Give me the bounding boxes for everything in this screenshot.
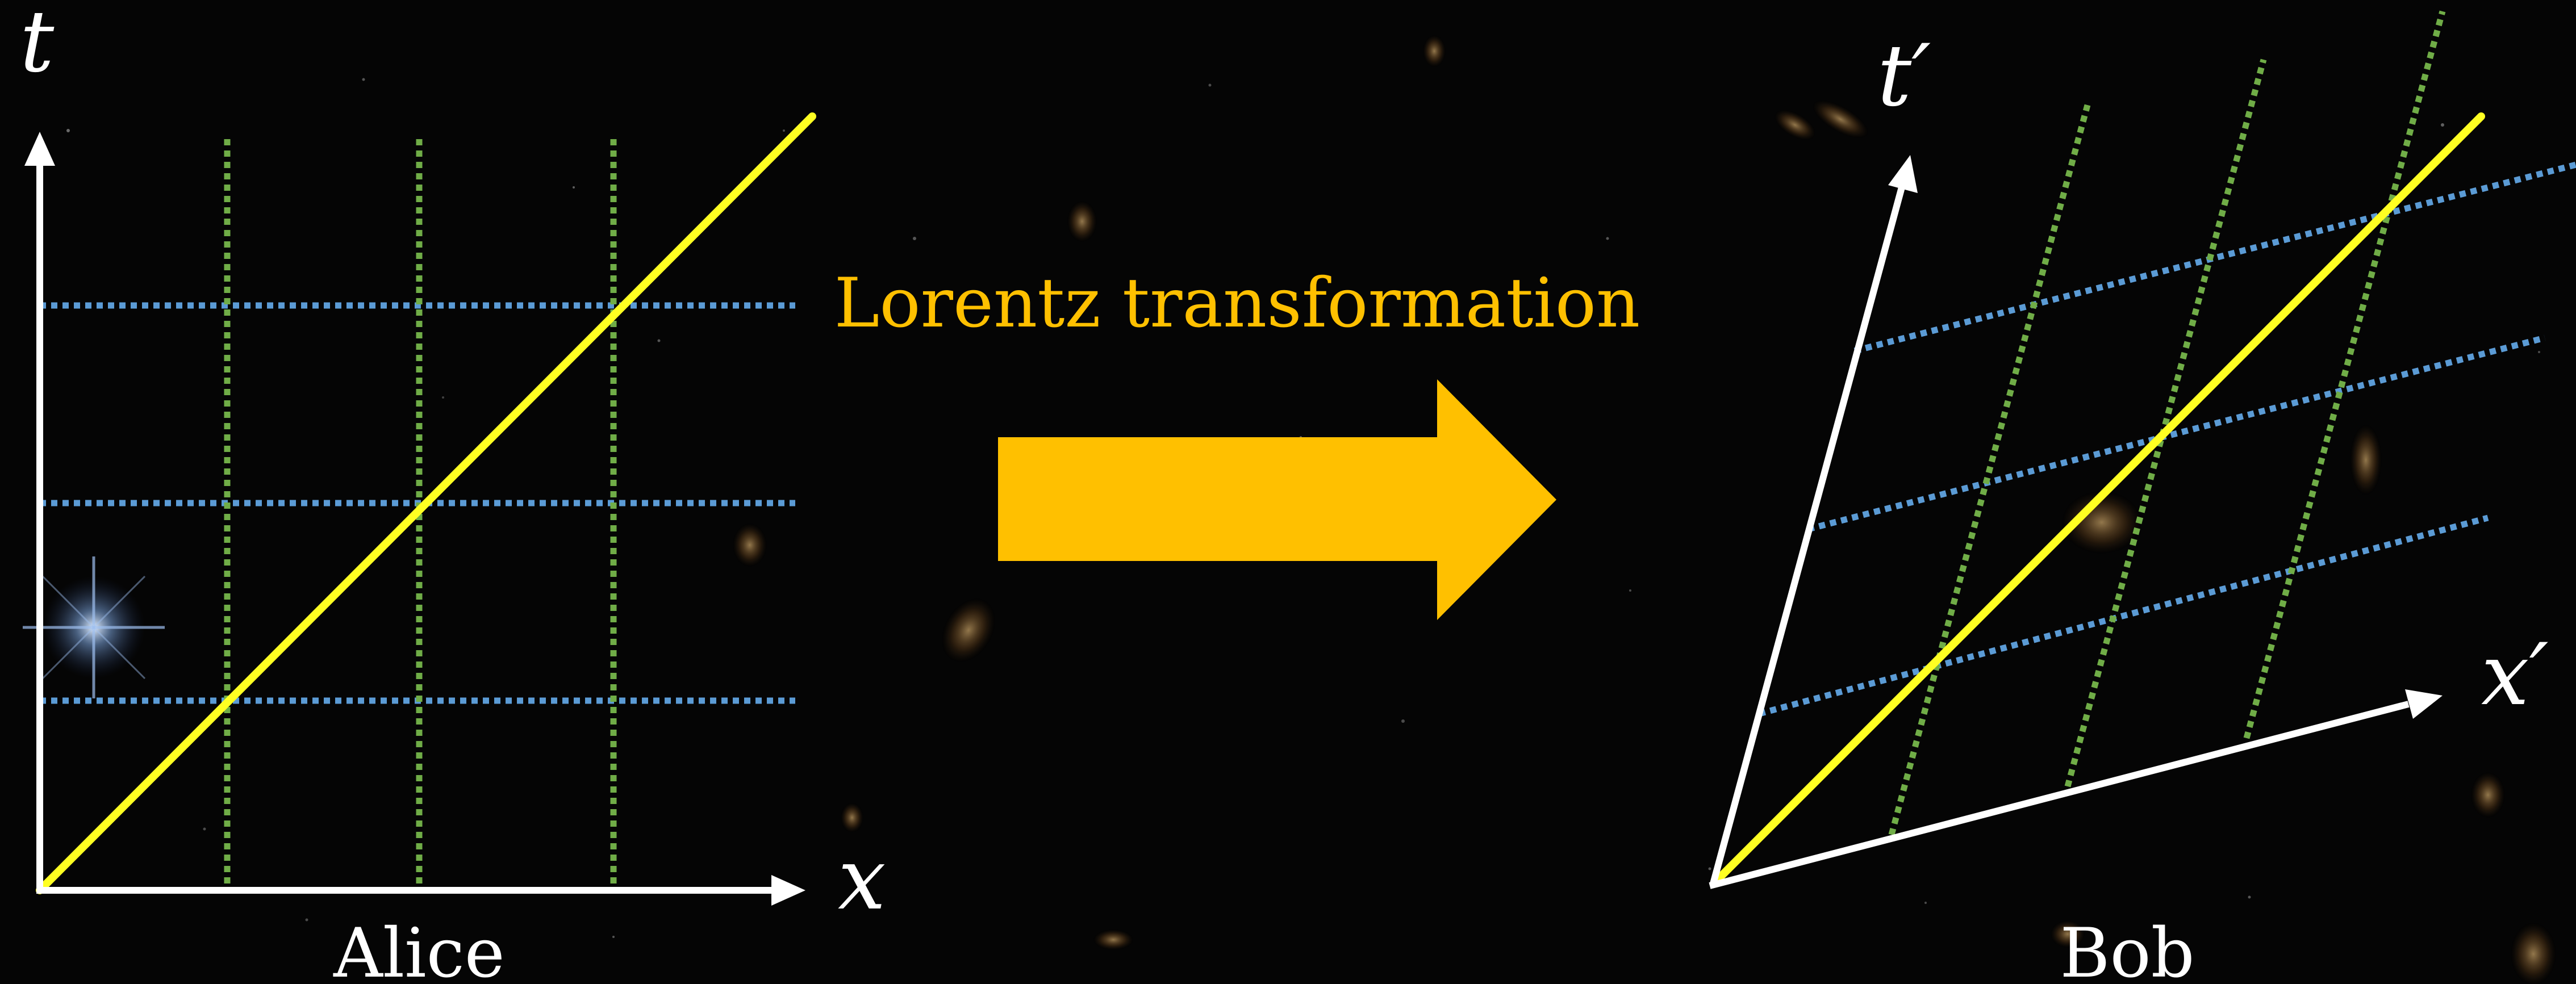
bob-space-gridline bbox=[1888, 104, 2091, 836]
alice-light-worldline bbox=[36, 112, 816, 894]
transformation-arrow bbox=[998, 379, 1556, 620]
transformation-title: Lorentz transformation bbox=[834, 264, 1640, 343]
bob-time-gridline bbox=[1758, 514, 2489, 717]
bob-spacetime-diagram: t′ x′ Bob bbox=[1709, 10, 2576, 984]
alice-time-axis-label: t bbox=[20, 0, 55, 91]
bob-time-gridlines bbox=[1758, 161, 2576, 717]
bob-caption: Bob bbox=[2060, 914, 2194, 984]
alice-caption: Alice bbox=[333, 914, 505, 984]
bob-time-axis-arrowhead bbox=[1888, 155, 1918, 193]
alice-space-axis-label: x bbox=[838, 830, 886, 929]
bob-time-gridline bbox=[1807, 334, 2546, 533]
bob-light-worldline bbox=[1710, 112, 2485, 887]
alice-axes bbox=[24, 132, 805, 906]
alice-spacetime-diagram: t x Alice bbox=[20, 0, 886, 984]
bob-space-axis bbox=[1709, 701, 2410, 889]
bob-axes bbox=[1709, 155, 2443, 889]
background-galaxies bbox=[733, 35, 2556, 984]
bright-star bbox=[23, 556, 165, 698]
alice-time-axis-arrowhead bbox=[24, 132, 55, 166]
bob-time-axis-label: t′ bbox=[1877, 27, 1931, 125]
bob-time-axis bbox=[1709, 186, 1905, 887]
bob-space-gridline bbox=[2243, 10, 2446, 739]
bob-space-gridlines bbox=[1888, 10, 2446, 836]
bob-space-axis-arrowhead bbox=[2405, 689, 2443, 719]
bob-space-axis-label: x′ bbox=[2481, 626, 2549, 725]
alice-space-axis-arrowhead bbox=[771, 875, 805, 906]
bob-space-gridline bbox=[2064, 58, 2267, 788]
